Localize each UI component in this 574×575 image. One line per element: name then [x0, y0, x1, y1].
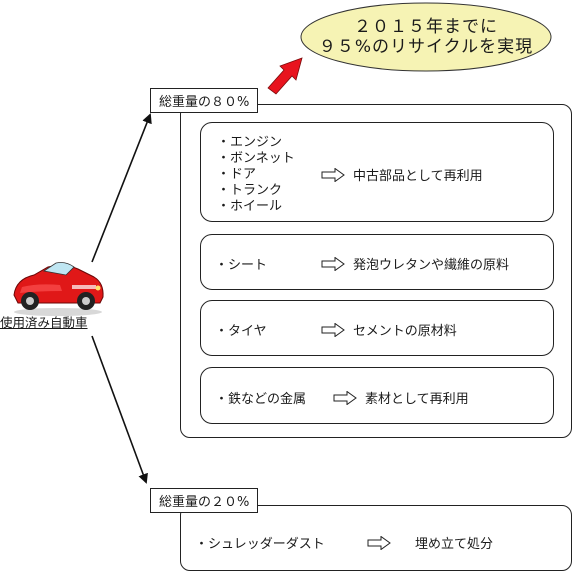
- destination-label: セメントの原材料: [353, 324, 457, 339]
- destination-1: 中古部品として再利用: [321, 165, 483, 184]
- arrow-to-80-percent: [91, 113, 152, 263]
- list-item: ・シュレッダーダスト: [195, 537, 325, 552]
- destination-3: セメントの原材料: [321, 320, 457, 339]
- parts-box-3: ・タイヤ セメントの原材料: [200, 300, 554, 356]
- red-arrow-to-goal: [267, 57, 303, 95]
- list-item: ・鉄などの金属: [215, 392, 307, 407]
- destination-4: 素材として再利用: [333, 388, 469, 407]
- parts-box-2: ・シート 発泡ウレタンや繊維の原料: [200, 234, 554, 290]
- list-item: ・エンジン: [217, 135, 283, 150]
- destination-20: 埋め立て処分: [367, 533, 493, 552]
- parts-list-1: ・エンジン ・ボンネット ・ドア ・トランク ・ホイール: [217, 135, 295, 215]
- destination-label: 中古部品として再利用: [353, 169, 483, 184]
- goal-text: ２０１５年までに ９５%のリサイクルを実現: [300, 2, 552, 72]
- parts-box-4: ・鉄などの金属 素材として再利用: [200, 367, 554, 424]
- outline-arrow-icon: [321, 322, 345, 337]
- group-20-label: 総重量の２０%: [150, 488, 259, 513]
- car-label: 使用済み自動車: [0, 315, 88, 330]
- goal-line-2: ９５%のリサイクルを実現: [318, 37, 534, 57]
- parts-box-1: ・エンジン ・ボンネット ・ドア ・トランク ・ホイール 中古部品として再利用: [200, 122, 554, 222]
- list-item: ・ボンネット: [217, 151, 295, 166]
- destination-label: 埋め立て処分: [415, 537, 494, 552]
- list-item: ・トランク: [217, 183, 283, 198]
- destination-2: 発泡ウレタンや繊維の原料: [321, 254, 509, 273]
- outline-arrow-icon: [321, 256, 345, 271]
- car-icon: [8, 255, 108, 317]
- list-item: ・ホイール: [217, 199, 283, 214]
- outline-arrow-icon: [333, 390, 357, 405]
- destination-label: 発泡ウレタンや繊維の原料: [353, 258, 510, 273]
- group-20-container: ・シュレッダーダスト 埋め立て処分: [180, 505, 572, 571]
- destination-label: 素材として再利用: [365, 392, 469, 407]
- arrow-to-20-percent: [91, 335, 148, 484]
- list-item: ・タイヤ: [215, 324, 267, 339]
- group-80-label: 総重量の８０%: [150, 88, 259, 113]
- outline-arrow-icon: [367, 535, 391, 550]
- goal-ellipse: [300, 2, 552, 72]
- list-item: ・シート: [215, 258, 268, 273]
- outline-arrow-icon: [321, 167, 345, 182]
- goal-line-1: ２０１５年までに: [354, 17, 498, 37]
- list-item: ・ドア: [217, 167, 257, 182]
